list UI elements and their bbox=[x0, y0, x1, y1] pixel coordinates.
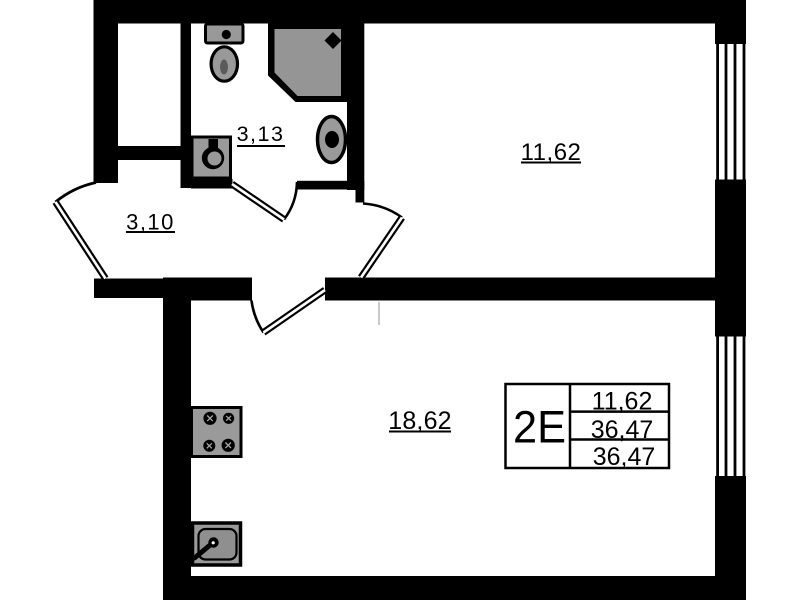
svg-text:2E: 2E bbox=[513, 402, 566, 453]
svg-text:36,47: 36,47 bbox=[593, 443, 656, 471]
svg-text:11,62: 11,62 bbox=[592, 388, 653, 416]
svg-text:3,13: 3,13 bbox=[237, 122, 285, 146]
svg-text:18,62: 18,62 bbox=[388, 407, 452, 435]
svg-text:36,47: 36,47 bbox=[591, 416, 654, 444]
svg-text:3,10: 3,10 bbox=[126, 210, 175, 235]
